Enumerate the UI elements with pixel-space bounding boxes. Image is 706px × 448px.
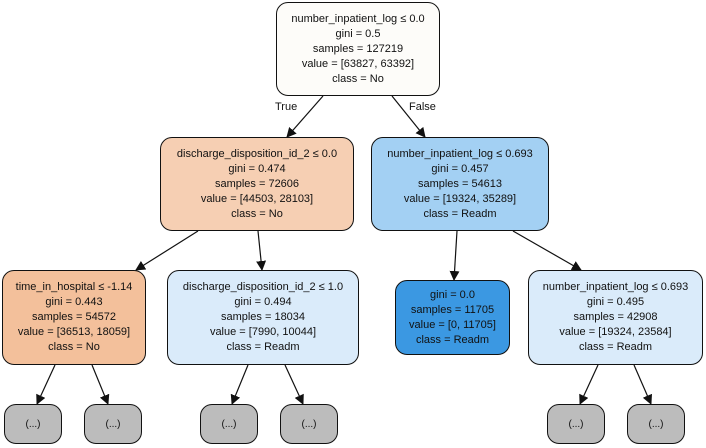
node-samples: samples = 11705 xyxy=(410,303,495,316)
tree-node-left-right: discharge_disposition_id_2 ≤ 1.0 gini = … xyxy=(167,270,359,365)
edge-lr-t1 xyxy=(230,364,249,405)
tree-node-left-left: time_in_hospital ≤ -1.14 gini = 0.443 sa… xyxy=(2,270,146,365)
node-gini: gini = 0.494 xyxy=(234,296,292,308)
node-gini: gini = 0.457 xyxy=(431,162,489,175)
edge-right-rl xyxy=(449,230,460,281)
tree-node-right-right: number_inpatient_log ≤ 0.693 gini = 0.49… xyxy=(528,270,703,365)
truncated-node: (...) xyxy=(280,404,338,444)
node-samples: samples = 54572 xyxy=(31,311,117,323)
edge-left-lr xyxy=(256,230,267,271)
truncated-node: (...) xyxy=(84,404,142,444)
node-value: value = [7990, 10044] xyxy=(209,326,317,338)
tree-node-root: number_inpatient_log ≤ 0.0 gini = 0.5 sa… xyxy=(276,2,440,96)
node-value: value = [44503, 28103] xyxy=(200,192,314,205)
truncated-node: (...) xyxy=(547,404,605,444)
node-split-condition: number_inpatient_log ≤ 0.693 xyxy=(387,147,533,160)
edge-root-left xyxy=(286,95,324,138)
node-gini: gini = 0.443 xyxy=(45,296,103,308)
node-value: value = [0, 11705] xyxy=(409,318,496,331)
tree-node-right-left: gini = 0.0 samples = 11705 value = [0, 1… xyxy=(395,280,510,355)
node-value: value = [19324, 35289] xyxy=(403,192,517,205)
node-class: class = No xyxy=(332,72,384,85)
edge-ll-t2 xyxy=(91,364,110,405)
node-gini: gini = 0.5 xyxy=(335,27,381,40)
edge-ll-t1 xyxy=(36,364,56,405)
node-class: class = Readm xyxy=(578,341,653,353)
truncated-node: (...) xyxy=(200,404,258,444)
edge-label-true: True xyxy=(275,101,298,113)
node-class: class = No xyxy=(231,207,283,220)
node-class: class = Readm xyxy=(423,207,497,220)
node-samples: samples = 54613 xyxy=(417,177,503,190)
node-samples: samples = 72606 xyxy=(214,177,300,190)
node-gini: gini = 0.0 xyxy=(430,288,475,301)
node-split-condition: number_inpatient_log ≤ 0.0 xyxy=(291,12,425,25)
node-split-condition: time_in_hospital ≤ -1.14 xyxy=(15,281,133,293)
node-class: class = Readm xyxy=(226,341,300,353)
node-samples: samples = 18034 xyxy=(220,311,306,323)
node-value: value = [63827, 63392] xyxy=(301,57,415,70)
edge-rr-t2 xyxy=(633,364,652,405)
node-split-condition: number_inpatient_log ≤ 0.693 xyxy=(542,281,689,293)
edge-lr-t2 xyxy=(284,364,304,405)
truncated-node: (...) xyxy=(4,404,62,444)
node-split-condition: discharge_disposition_id_2 ≤ 0.0 xyxy=(176,147,338,160)
node-value: value = [36513, 18059] xyxy=(17,326,131,338)
node-samples: samples = 42908 xyxy=(573,311,658,323)
node-gini: gini = 0.495 xyxy=(586,296,645,308)
node-split-condition: discharge_disposition_id_2 ≤ 1.0 xyxy=(182,281,344,293)
edge-root-right xyxy=(391,95,426,138)
tree-node-left: discharge_disposition_id_2 ≤ 0.0 gini = … xyxy=(160,137,354,231)
node-class: class = Readm xyxy=(415,333,490,346)
truncated-node: (...) xyxy=(627,404,685,444)
node-samples: samples = 127219 xyxy=(312,42,404,55)
node-gini: gini = 0.474 xyxy=(228,162,286,175)
edge-left-ll xyxy=(135,230,199,271)
node-value: value = [19324, 23584] xyxy=(559,326,672,338)
edge-label-false: False xyxy=(409,101,436,113)
tree-node-right: number_inpatient_log ≤ 0.693 gini = 0.45… xyxy=(371,137,549,231)
edge-right-rr xyxy=(512,230,582,271)
node-class: class = No xyxy=(48,341,100,353)
edge-rr-t1 xyxy=(579,364,599,405)
